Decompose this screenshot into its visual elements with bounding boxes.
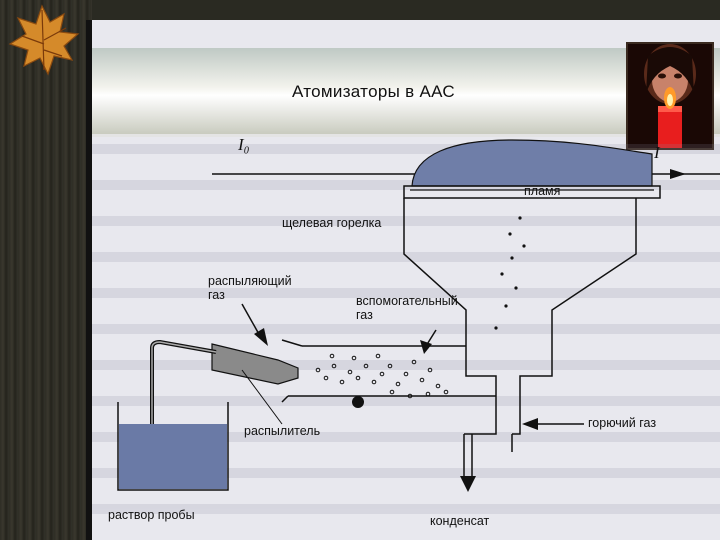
label-fuel-gas: горючий газ — [588, 416, 656, 430]
autumn-leaf-icon — [2, 0, 86, 80]
decorative-wood-strip — [0, 0, 92, 540]
label-spray-gas: распыляющий газ — [208, 274, 292, 302]
impact-bead — [352, 396, 364, 408]
aux-gas-arrow-head — [420, 340, 432, 354]
label-flame: пламя — [524, 184, 560, 198]
label-slot-burner: щелевая горелка — [282, 216, 381, 230]
sample-solution — [119, 424, 227, 489]
nebulizer-body — [212, 344, 298, 384]
label-i0: I₀ — [238, 138, 250, 152]
label-i: I — [654, 146, 660, 160]
beam-arrow-head — [670, 169, 686, 179]
label-nebulizer: распылитель — [244, 424, 320, 438]
label-sample-solution: раствор пробы — [108, 508, 195, 522]
label-aux-gas: вспомогательный газ — [356, 294, 458, 322]
atomizer-diagram: I₀ I пламя щелевая горелка распыляющий г… — [92, 134, 720, 540]
slide-title: Атомизаторы в ААС — [292, 82, 455, 102]
condensate-arrow — [460, 476, 476, 492]
fuel-gas-arrow-head — [522, 418, 538, 430]
chamber-droplets — [494, 216, 525, 329]
label-condensate: конденсат — [430, 514, 489, 528]
flame-atomizer-schematic — [92, 134, 720, 540]
